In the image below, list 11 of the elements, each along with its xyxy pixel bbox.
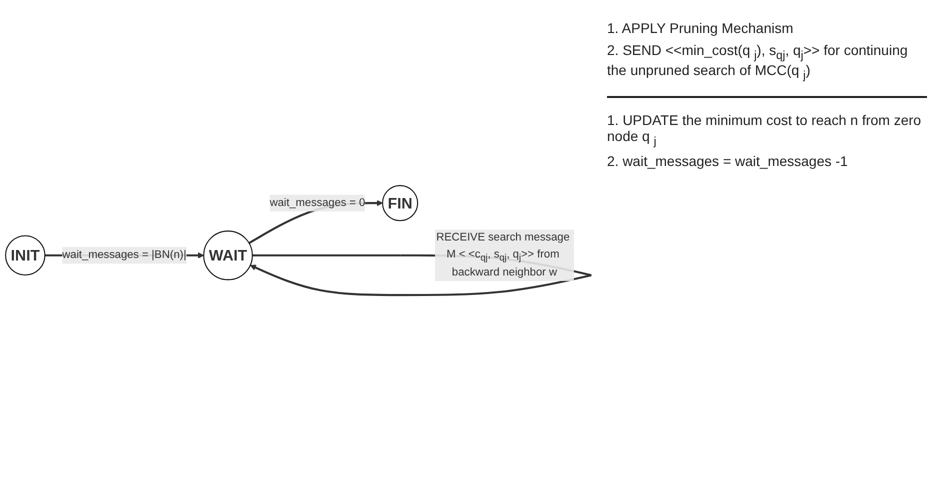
node-circle [5, 235, 46, 276]
node-circle [203, 230, 253, 280]
edge-label: RECEIVE search message M < <c$_{qj}$, s$_{qj}$, q$_{j}$>> from backward neighbor w [436, 232, 570, 279]
edge-label: wait_messages = |BN(n)| [62, 249, 186, 262]
edge-label: wait_messages = 0 [270, 197, 366, 209]
action-note: 2. wait_messages = wait_messages -1 [607, 153, 849, 170]
action-note: 1. APPLY Pruning Mechanism [607, 20, 794, 36]
action-note: 2. SEND <<min_cost(q $_{j}$), s$_{qj}$, q$_{j}$>> for continuing the unpruned search of MCC(q $_{j}$) [607, 42, 909, 82]
node-circle [382, 185, 418, 222]
action-note: 1. UPDATE the minimum cost to reach n from zero node q $_{j}$ [607, 112, 922, 148]
state-diagram: wait_messages = |BN(n)| wait_messages = 0 RECEIVE search message M < <c$_{qj}$, s$_{qj}$, q$_{j}$>> from backward neighbor w INIT WAIT FIN [0, 180, 597, 301]
